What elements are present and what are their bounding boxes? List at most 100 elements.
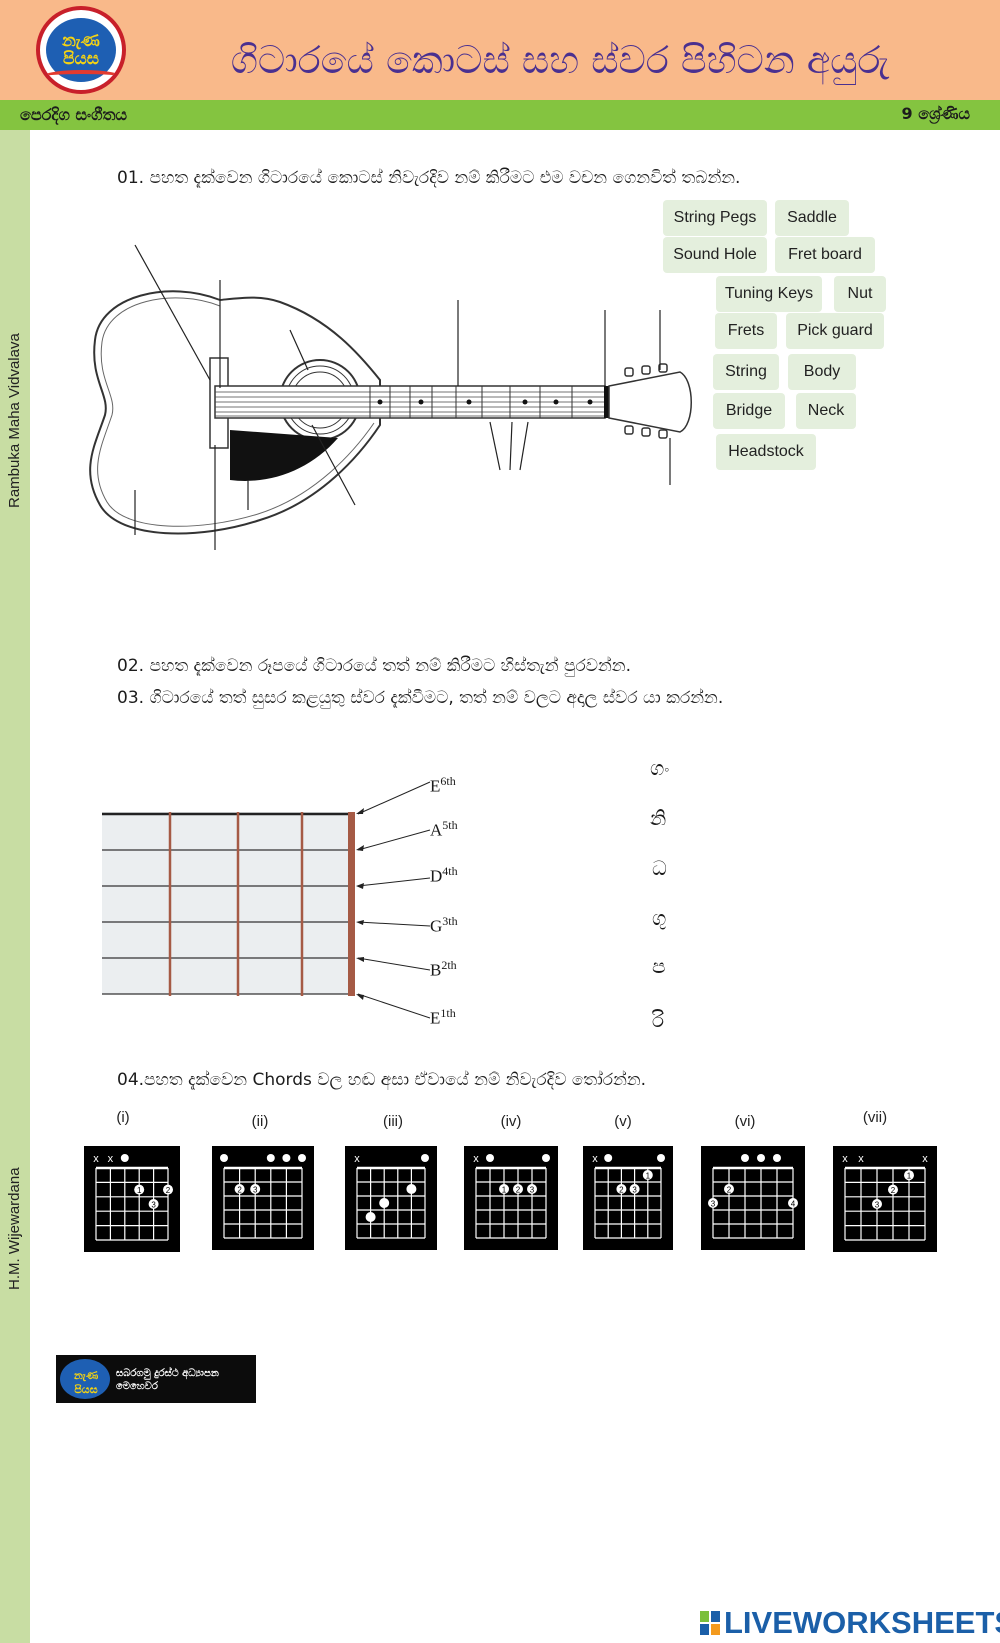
finger-number: 1 bbox=[646, 1172, 651, 1181]
author-name: H.M. Wijewardana bbox=[6, 1167, 23, 1290]
school-name: Rambuka Maha Vidvalava bbox=[6, 333, 23, 508]
footer-logo-text: සබරගමු දුරස්ථ අධ්‍යාපන මෙහෙවර bbox=[116, 1368, 219, 1392]
finger-dot bbox=[616, 1184, 627, 1194]
finger-dot bbox=[708, 1198, 718, 1208]
chord-label-5: (v) bbox=[614, 1113, 632, 1130]
open-string-marker bbox=[773, 1154, 781, 1162]
finger-dot bbox=[629, 1184, 640, 1194]
finger-number: 1 bbox=[502, 1186, 507, 1195]
open-string-marker bbox=[604, 1154, 613, 1162]
swara-dha[interactable]: ධ bbox=[652, 856, 667, 880]
chord-label-7: (vii) bbox=[862, 1109, 888, 1126]
chip-frets[interactable]: Frets bbox=[715, 313, 777, 349]
question-1: 01. පහත දැක්වෙන ගිටාරයේ කොටස් නිවැරදිව න… bbox=[117, 168, 741, 188]
muted-string-marker: x bbox=[108, 1153, 114, 1165]
finger-dot bbox=[406, 1184, 417, 1194]
chord-label-3: (iii) bbox=[383, 1113, 403, 1130]
finger-number: 3 bbox=[875, 1201, 880, 1210]
chord-diagram-3[interactable]: x bbox=[345, 1146, 437, 1250]
muted-string-marker: x bbox=[858, 1153, 864, 1165]
open-string-marker bbox=[741, 1154, 749, 1162]
finger-dot bbox=[365, 1212, 376, 1222]
chip-pick-guard[interactable]: Pick guard bbox=[786, 313, 884, 349]
open-string-marker bbox=[657, 1154, 665, 1162]
swara-gu[interactable]: ගු bbox=[652, 906, 667, 930]
chip-bridge[interactable]: Bridge bbox=[713, 393, 785, 429]
string-label-d4: D4th bbox=[430, 864, 458, 886]
chip-headstock[interactable]: Headstock bbox=[716, 434, 816, 470]
finger-number: 2 bbox=[237, 1186, 242, 1195]
chip-tuning-keys[interactable]: Tuning Keys bbox=[716, 276, 822, 312]
finger-number: 2 bbox=[619, 1186, 624, 1195]
swara-ga[interactable]: ගං bbox=[650, 756, 670, 780]
finger-dot bbox=[642, 1170, 653, 1180]
liveworksheets-brand: LIVEWORKSHEETS bbox=[724, 1605, 1000, 1640]
chip-nut[interactable]: Nut bbox=[834, 276, 886, 312]
finger-number: 3 bbox=[530, 1186, 535, 1195]
string-label-e1: E1th bbox=[430, 1006, 456, 1028]
swara-ni[interactable]: නි bbox=[650, 806, 667, 830]
finger-number: 1 bbox=[907, 1172, 912, 1181]
finger-dot bbox=[888, 1184, 898, 1195]
finger-number: 2 bbox=[166, 1186, 171, 1195]
finger-dot bbox=[148, 1199, 159, 1209]
finger-number: 2 bbox=[727, 1186, 732, 1195]
school-logo: නැණ පියස bbox=[36, 6, 126, 94]
finger-number: 3 bbox=[151, 1201, 156, 1210]
chip-saddle[interactable]: Saddle bbox=[775, 200, 849, 236]
fretboard-diagram bbox=[102, 781, 431, 1019]
finger-number: 4 bbox=[791, 1200, 796, 1209]
string-label-e6: E6th bbox=[430, 774, 456, 796]
chord-label-2: (ii) bbox=[251, 1113, 269, 1130]
chord-label-4: (iv) bbox=[500, 1113, 522, 1130]
muted-string-marker: x bbox=[842, 1153, 848, 1165]
finger-dot bbox=[724, 1184, 734, 1194]
swara-ri[interactable]: රි bbox=[652, 1008, 665, 1032]
chord-diagram-6[interactable]: 3 2 4 bbox=[701, 1146, 805, 1250]
chip-fret-board[interactable]: Fret board bbox=[775, 237, 875, 273]
chip-sound-hole[interactable]: Sound Hole bbox=[663, 237, 767, 273]
finger-dot bbox=[234, 1184, 245, 1194]
subject-bar: පෙරදිග සංගීතය 9 ශ්‍රේණිය bbox=[0, 100, 1000, 130]
string-label-a5: A5th bbox=[430, 818, 458, 840]
chip-string-pegs[interactable]: String Pegs bbox=[663, 200, 767, 236]
question-2: 02. පහත දැක්වෙන රූපයේ ගිටාරයේ තත් නම් කි… bbox=[117, 656, 631, 676]
footer-logo: නැණ පියස සබරගමු දුරස්ථ අධ්‍යාපන මෙහෙවර bbox=[56, 1355, 256, 1403]
subject-label: පෙරදිග සංගීතය bbox=[20, 105, 128, 124]
chip-neck[interactable]: Neck bbox=[796, 393, 856, 429]
question-3: 03. ගිටාරයේ තත් සුසර කළයුතු ස්වර දැක්වීම… bbox=[117, 688, 724, 708]
finger-dot bbox=[134, 1184, 145, 1195]
finger-number: 2 bbox=[891, 1186, 896, 1195]
finger-dot bbox=[250, 1184, 261, 1194]
string-label-g3: G3th bbox=[430, 914, 458, 936]
page-title: ගිටාරයේ කොටස් සහ ස්වර පිහිටන අයුරු bbox=[230, 38, 890, 82]
open-string-marker bbox=[757, 1154, 765, 1162]
open-string-marker bbox=[282, 1154, 291, 1162]
open-string-marker bbox=[542, 1154, 550, 1162]
swara-pa[interactable]: ප bbox=[652, 954, 666, 978]
chord-label-6: (vi) bbox=[734, 1113, 756, 1130]
finger-dot bbox=[904, 1170, 914, 1181]
question-4: 04.පහත දැක්වෙන Chords වල හඬ අසා ඒවායේ නම… bbox=[117, 1070, 647, 1090]
finger-dot bbox=[499, 1184, 509, 1194]
open-string-marker bbox=[120, 1154, 129, 1162]
muted-string-marker: x bbox=[354, 1153, 360, 1165]
muted-string-marker: x bbox=[592, 1153, 598, 1165]
finger-dot bbox=[788, 1198, 798, 1208]
finger-number: 3 bbox=[711, 1200, 716, 1209]
finger-dot bbox=[513, 1184, 523, 1194]
guitar-diagram bbox=[89, 244, 692, 550]
muted-string-marker: x bbox=[93, 1153, 99, 1165]
chip-body[interactable]: Body bbox=[788, 354, 856, 390]
finger-number: 3 bbox=[253, 1186, 258, 1195]
open-string-marker bbox=[421, 1154, 429, 1162]
page-header: නැණ පියස ගිටාරයේ කොටස් සහ ස්වර පිහිටන අය… bbox=[0, 0, 1000, 100]
finger-dot bbox=[872, 1199, 882, 1209]
muted-string-marker: x bbox=[473, 1153, 479, 1165]
chip-string[interactable]: String bbox=[713, 354, 779, 390]
